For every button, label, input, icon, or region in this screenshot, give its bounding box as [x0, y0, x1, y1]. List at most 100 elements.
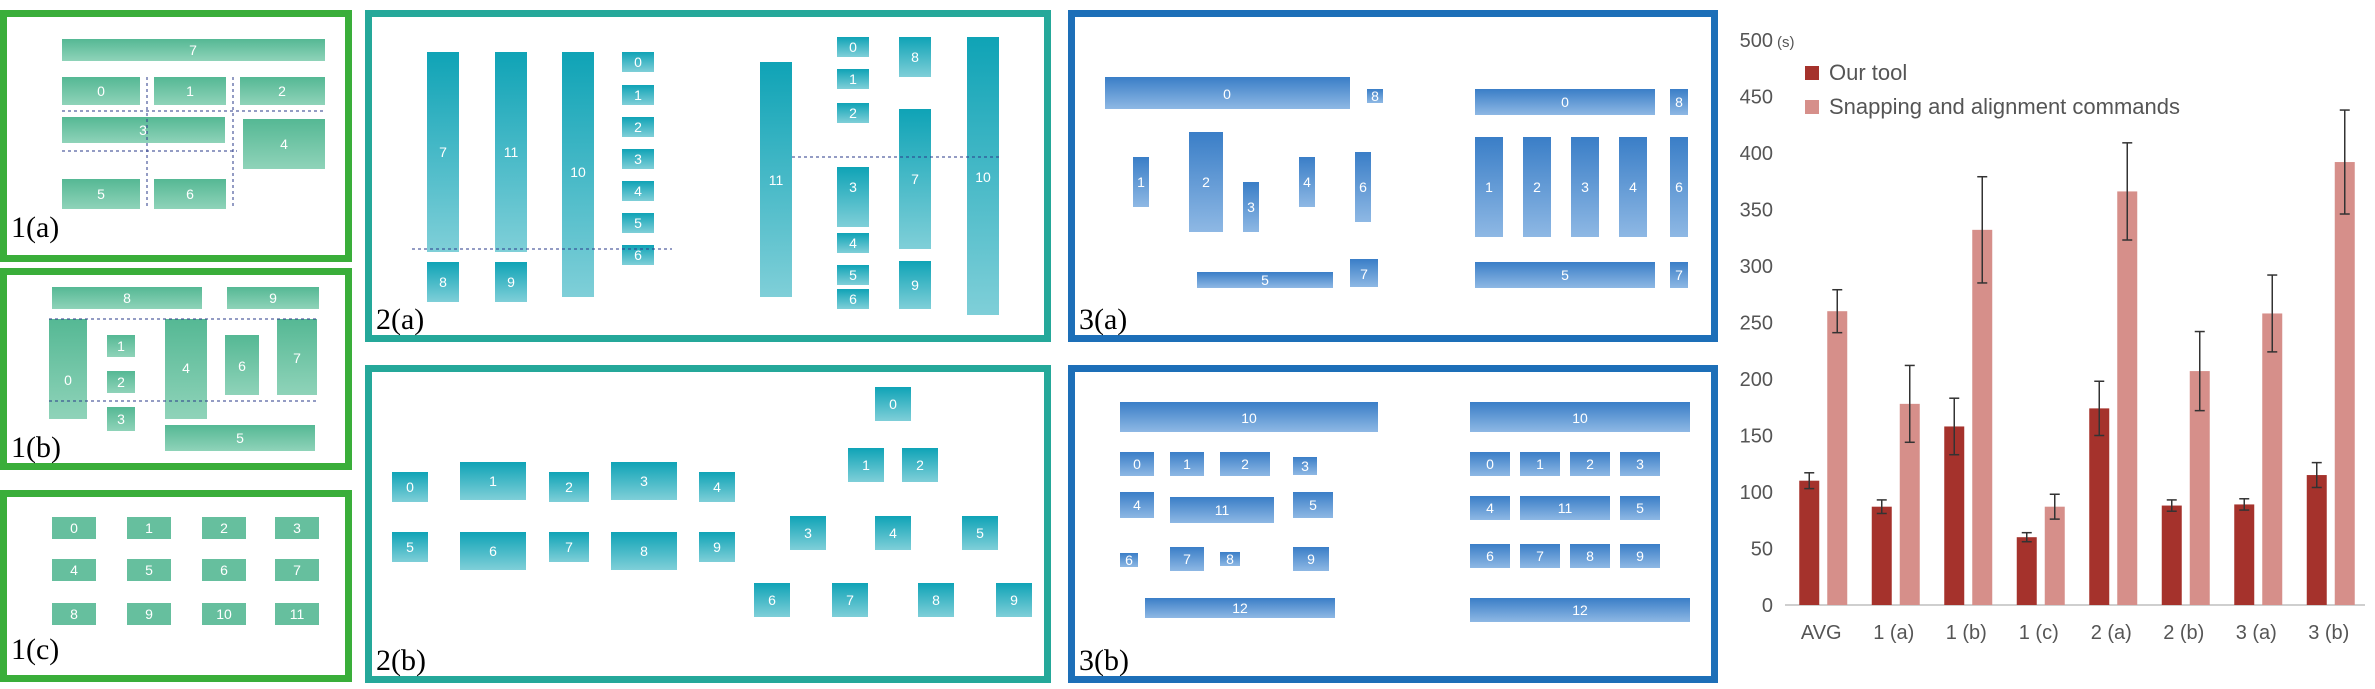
bar — [2262, 313, 2283, 605]
block-1c-rect — [52, 603, 96, 625]
legend-swatch — [1805, 66, 1819, 80]
x-tick-label: 1 (a) — [1873, 622, 1914, 644]
block-2b-p-5: 5 — [976, 525, 984, 541]
y-unit-label: (s) — [1777, 34, 1795, 51]
block-2a-0: 0 — [634, 54, 642, 70]
legend-swatch — [1805, 100, 1819, 114]
block-2a-5: 5 — [634, 215, 642, 231]
layout-1a: 7 0 1 2 3 4 5 6 — [62, 39, 325, 209]
block-1c-rect — [202, 517, 246, 539]
x-tick-label: 2 (b) — [2163, 622, 2204, 644]
y-tick-label: 500 — [1740, 30, 1773, 52]
panel-3b: 10 0 1 2 3 4 11 5 6 7 8 9 12 10 0 1 2 3 … — [1068, 365, 1718, 683]
block-2a-3: 3 — [634, 151, 642, 167]
block-1a-6: 6 — [186, 186, 194, 202]
block-2a-b-7: 7 — [911, 171, 919, 187]
block-3b-b-10: 10 — [1572, 410, 1588, 426]
y-tick-label: 400 — [1740, 143, 1773, 165]
block-1c-label: 7 — [293, 562, 301, 578]
block-2b-8: 8 — [640, 543, 648, 559]
block-1c-label: 10 — [216, 606, 232, 622]
block-3b-b-6: 6 — [1486, 548, 1494, 564]
block-3a-1: 1 — [1137, 174, 1145, 190]
bar — [1972, 229, 1993, 605]
block-1c-rect — [52, 559, 96, 581]
block-3b-3: 3 — [1301, 458, 1309, 474]
x-tick-label: 1 (c) — [2019, 622, 2059, 644]
block-2b-p-9: 9 — [1010, 592, 1018, 608]
block-1a-7: 7 — [189, 42, 197, 58]
legend-label: Snapping and alignment commands — [1829, 94, 2180, 119]
x-tick-label: 3 (b) — [2308, 622, 2349, 644]
bar — [2306, 475, 2327, 605]
block-1c-rect — [275, 559, 319, 581]
block-3a-6: 6 — [1359, 179, 1367, 195]
block-2a-b-9: 9 — [911, 277, 919, 293]
block-3a-b-7: 7 — [1675, 267, 1683, 283]
panel-label-1b: 1(b) — [11, 431, 61, 464]
block-3b-6: 6 — [1125, 552, 1133, 568]
panel-label-2a: 2(a) — [376, 303, 425, 336]
block-3b-11: 11 — [1215, 502, 1230, 518]
block-1a-5: 5 — [97, 186, 105, 202]
block-3b-9: 9 — [1307, 551, 1315, 567]
block-2b-9: 9 — [713, 539, 721, 555]
block-3b-7: 7 — [1183, 551, 1191, 567]
block-1c-rect — [202, 603, 246, 625]
block-2a-10: 10 — [570, 164, 586, 180]
bar — [2016, 537, 2037, 605]
y-tick-label: 50 — [1751, 539, 1773, 561]
bar — [1799, 480, 1820, 605]
block-3a-0: 0 — [1223, 86, 1231, 102]
bar — [1827, 311, 1848, 605]
block-2a-6: 6 — [634, 247, 642, 263]
block-2b-4: 4 — [713, 479, 721, 495]
y-tick-label: 450 — [1740, 87, 1773, 109]
block-2b-5: 5 — [406, 539, 414, 555]
block-3b-b-9: 9 — [1636, 548, 1644, 564]
block-2b-p-1: 1 — [862, 457, 870, 473]
block-2a-b-1: 1 — [849, 71, 857, 87]
block-1b-6: 6 — [238, 358, 246, 374]
block-1c-rect — [275, 603, 319, 625]
layout-1b: 8 9 0 1 2 3 4 6 7 5 — [49, 287, 319, 451]
block-3a-b-5: 5 — [1561, 267, 1569, 283]
block-3b-b-11: 11 — [1558, 500, 1573, 516]
block-1c-label: 5 — [145, 562, 153, 578]
y-tick-label: 300 — [1740, 256, 1773, 278]
panel-1a: 7 0 1 2 3 4 5 6 1(a) — [0, 10, 352, 262]
block-3b-b-4: 4 — [1486, 500, 1494, 516]
block-1c-label: 4 — [70, 562, 78, 578]
block-2a-b-11: 11 — [769, 172, 784, 188]
block-1b-4: 4 — [182, 360, 190, 376]
block-3b-0: 0 — [1133, 456, 1141, 472]
block-2a-1: 1 — [634, 87, 642, 103]
y-tick-label: 350 — [1740, 200, 1773, 222]
block-2a-7: 7 — [439, 144, 447, 160]
bar — [2089, 408, 2110, 605]
x-tick-label: AVG — [1801, 622, 1842, 644]
block-1c-rect — [127, 603, 171, 625]
panel-label-3a: 3(a) — [1079, 303, 1128, 336]
block-2a-4: 4 — [634, 183, 642, 199]
block-1a-2: 2 — [278, 83, 286, 99]
block-1a-1: 1 — [186, 83, 194, 99]
bar — [2161, 505, 2182, 605]
block-1b-0: 0 — [64, 372, 72, 388]
block-1b-9: 9 — [269, 290, 277, 306]
block-3a-b-8: 8 — [1675, 94, 1683, 110]
block-1c-label: 1 — [145, 520, 153, 536]
block-3a-b-4: 4 — [1629, 179, 1637, 195]
x-tick-label: 2 (a) — [2091, 622, 2132, 644]
block-1c-label: 6 — [220, 562, 228, 578]
panel-2a: 7 11 10 0 1 2 3 4 5 6 8 9 11 0 1 2 3 4 5… — [365, 10, 1051, 342]
block-3b-b-2: 2 — [1586, 456, 1594, 472]
x-tick-label: 3 (a) — [2236, 622, 2277, 644]
block-2a-b-10: 10 — [975, 169, 991, 185]
block-3b-4: 4 — [1133, 497, 1141, 513]
block-1c-label: 11 — [290, 606, 305, 622]
panel-label-1a: 1(a) — [11, 211, 60, 244]
legend-label: Our tool — [1829, 60, 1907, 85]
